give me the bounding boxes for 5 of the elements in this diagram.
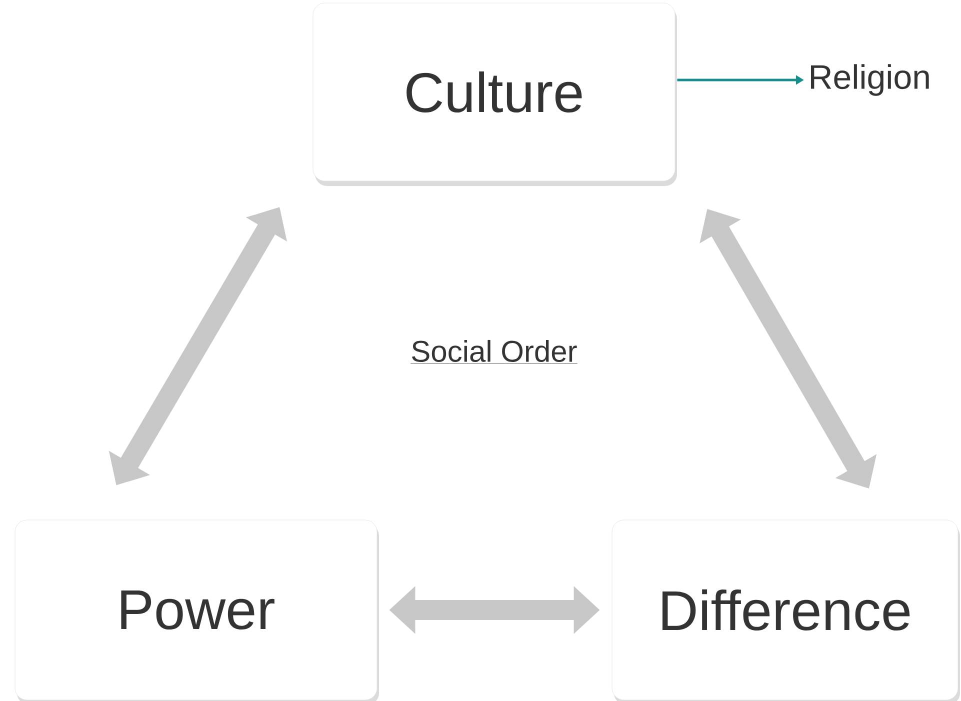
title-text: Social Order [410, 340, 578, 364]
concept-box: Power [14, 520, 379, 701]
concept-text: Religion [811, 64, 929, 96]
concept-box: Culture [312, 2, 677, 186]
concept-box: Difference [612, 520, 960, 701]
